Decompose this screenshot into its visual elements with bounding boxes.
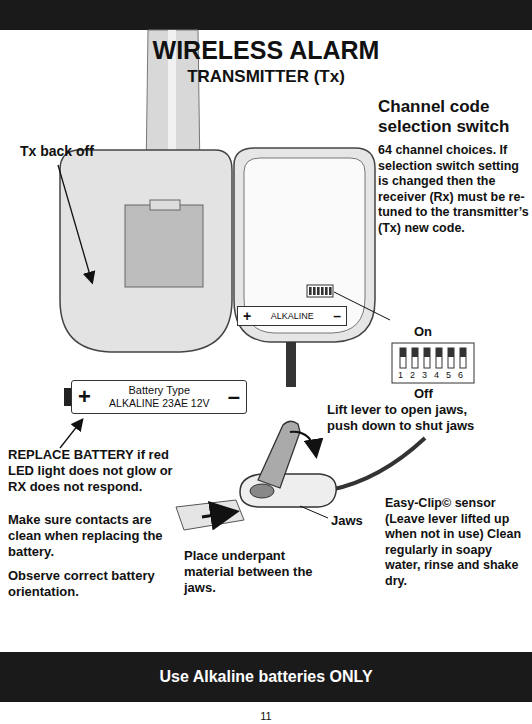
node-text: + [78,384,91,410]
heading-note: Channel code selection switch [378,97,528,137]
switch-slider [325,287,328,295]
page-number: 11 [0,710,532,722]
battery: +Battery TypeALKALINE 23AE 12V– [71,380,247,414]
top-band [0,0,532,30]
switch-slider [400,348,406,357]
part-label: Tx back off [20,143,94,159]
sensor-cable [286,342,296,387]
battery-label: ALKALINE [271,311,314,322]
switch-slider [448,348,454,368]
switch-slider [460,348,466,357]
insert-arrow [202,512,234,517]
battery-label: Battery TypeALKALINE 23AE 12V [109,384,209,410]
switch-slider [400,348,406,368]
leader-line [60,420,82,448]
clip-body [240,474,336,507]
footer-band: Use Alkaline batteries ONLY [0,652,532,702]
leader-line [300,506,328,518]
node-text: Battery Type [129,384,191,397]
switch-slider [424,348,430,368]
switch-slider [309,287,312,295]
subtitle: TRANSMITTER (Tx) [0,67,532,87]
switch-slider [460,348,466,368]
node-text: – [228,384,240,410]
pin-number: 1 [398,370,403,380]
pin-number: 4 [434,370,439,380]
dip-switch [307,285,333,297]
note: Lift lever to open jaws, push down to sh… [327,402,477,434]
node-text: + [243,308,251,324]
switch-slider [436,348,442,357]
sensor-cable [330,438,425,490]
node-text: ALKALINE 23AE 12V [109,397,209,410]
note: Observe correct battery orientation. [8,568,173,600]
switch-slider [329,287,332,295]
switch-slider [436,348,442,368]
leader-line [58,165,92,282]
node-text: – [333,308,341,324]
pin-number: 6 [458,370,463,380]
tx-back-cover [60,150,232,352]
switch-state: Off [414,386,433,401]
node-text: Use Alkaline batteries ONLY [159,668,372,686]
switch-slider [412,348,418,368]
pin-number: 5 [446,370,451,380]
switch-slider [412,348,418,357]
motion-arrow [290,432,316,455]
note: Place underpant material between the jaw… [184,548,334,596]
part-label: Jaws [331,513,363,528]
note: Easy-Clip© sensor (Leave lever lifted up… [385,496,530,589]
switch-state: On [414,324,432,339]
underpant-material [176,500,244,530]
switch-slider [424,348,430,357]
switch-slider [317,287,320,295]
pin-number: 2 [410,370,415,380]
clip-plate [125,205,203,287]
tx-housing [234,148,375,342]
battery-terminal [64,388,71,406]
node-text: ALKALINE [271,311,314,322]
switch-slider [448,348,454,357]
note: Make sure contacts are clean when replac… [8,512,173,560]
switch-slider [313,287,316,295]
note: REPLACE BATTERY if red LED light does no… [8,447,178,495]
pin-number: 3 [422,370,427,380]
title: WIRELESS ALARM [0,36,532,65]
note: 64 channel choices. If selection switch … [378,143,530,236]
battery: + ALKALINE – [237,306,347,326]
dip-switch-enlarged [392,343,474,383]
switch-slider [321,287,324,295]
